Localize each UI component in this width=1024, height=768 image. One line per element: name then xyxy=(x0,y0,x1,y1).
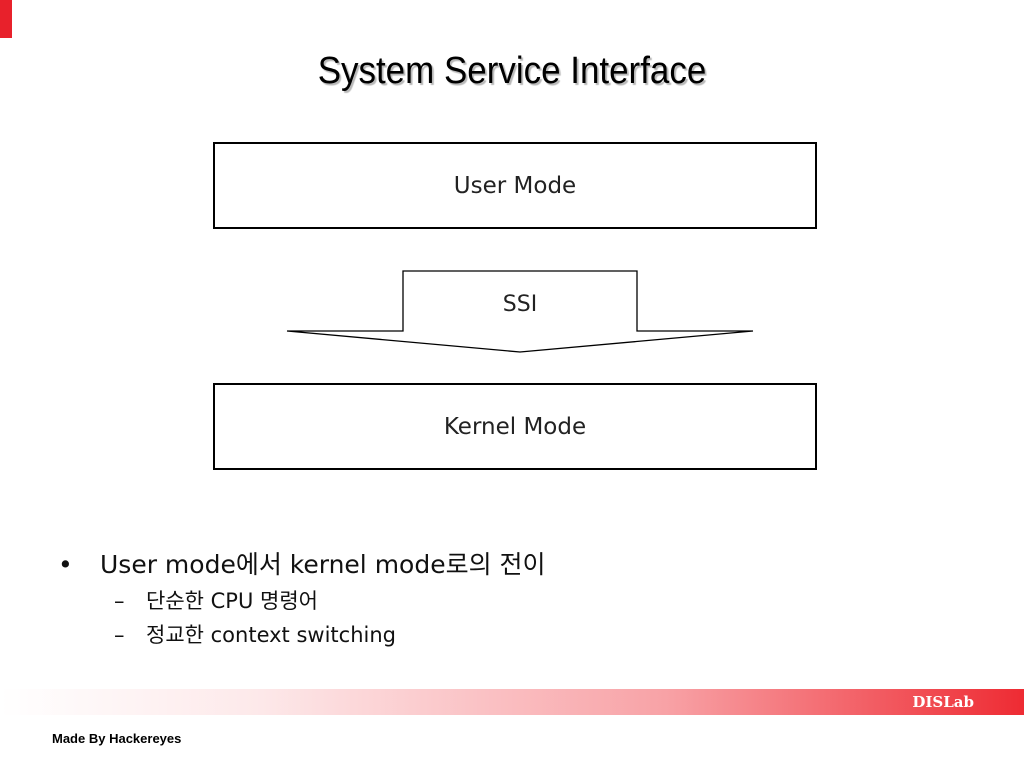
made-by-credit: Made By Hackereyes xyxy=(52,731,182,746)
kernel-mode-label: Kernel Mode xyxy=(443,413,587,440)
ssi-arrow xyxy=(286,270,754,353)
bullet-list: • User mode에서 kernel mode로의 전이 – 단순한 CPU… xyxy=(58,545,546,653)
slide-title: System Service Interface xyxy=(317,50,707,92)
sub-bullet-text: 단순한 CPU 명령어 xyxy=(146,589,318,613)
user-mode-box: User Mode xyxy=(213,142,817,229)
sub-bullet-item: – 정교한 context switching xyxy=(114,619,546,653)
dislab-brand: DISLab xyxy=(912,693,974,711)
corner-accent-bar xyxy=(0,0,12,38)
footer-gradient-strip xyxy=(0,689,1024,715)
bullet-text: User mode에서 kernel mode로의 전이 xyxy=(100,550,546,579)
sub-bullet-marker: – xyxy=(114,589,125,613)
sub-bullet-item: – 단순한 CPU 명령어 xyxy=(114,585,546,619)
bullet-marker: • xyxy=(58,550,73,579)
bullet-item: • User mode에서 kernel mode로의 전이 xyxy=(58,545,546,585)
kernel-mode-box: Kernel Mode xyxy=(213,383,817,470)
sub-bullet-marker: – xyxy=(114,623,125,647)
sub-bullet-text: 정교한 context switching xyxy=(146,623,396,647)
ssi-label: SSI xyxy=(502,292,538,317)
user-mode-label: User Mode xyxy=(453,172,577,199)
